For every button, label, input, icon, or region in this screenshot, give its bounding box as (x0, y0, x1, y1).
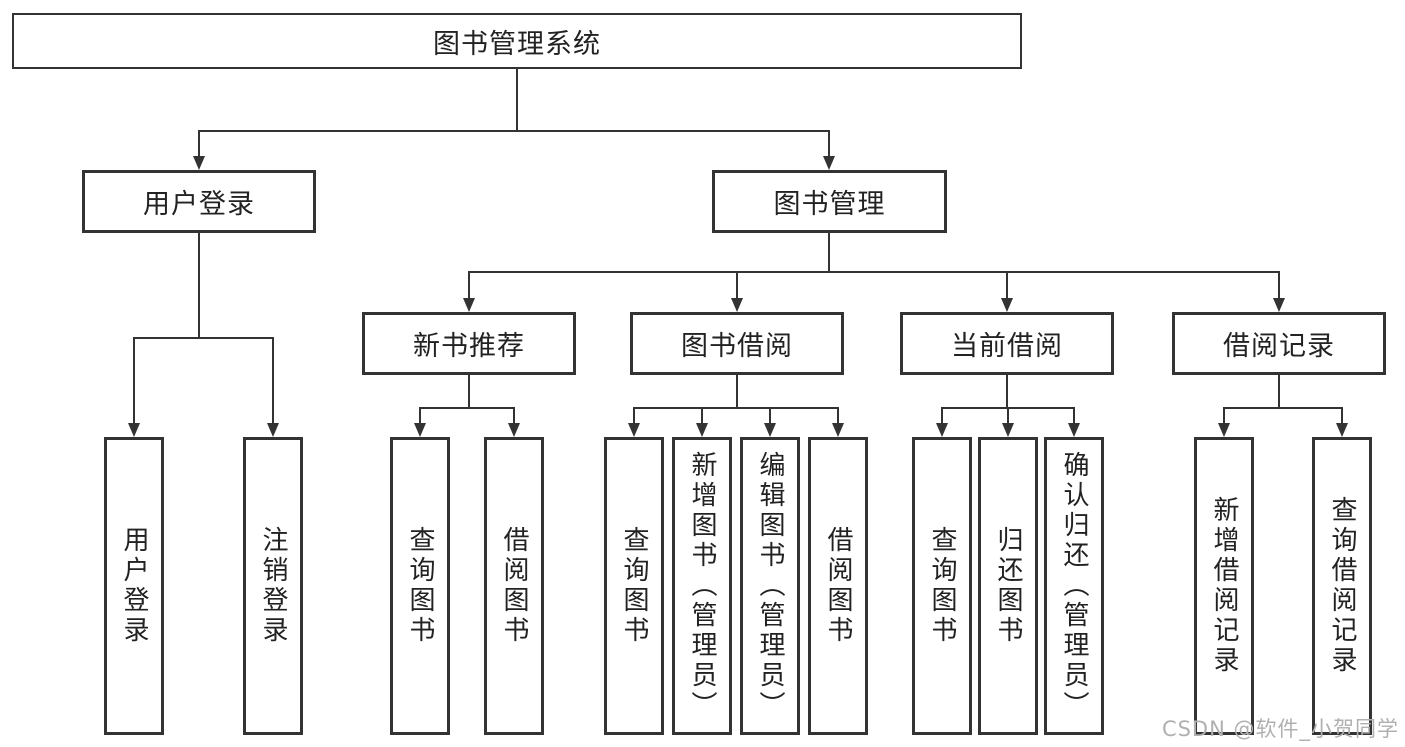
arrow-down (193, 156, 205, 170)
node-label: 注销登录 (258, 526, 288, 646)
connector-line (419, 407, 421, 423)
arrow-down (764, 423, 776, 437)
connector-line (133, 337, 135, 423)
node-new-book-recommend: 新书推荐 (362, 312, 576, 375)
node-leaf-edit-books-admin: 编辑图书（管理员） (740, 437, 800, 735)
connector-line (1278, 271, 1280, 298)
arrow-down (463, 298, 475, 312)
node-book-management: 图书管理 (712, 170, 947, 233)
connector-line (198, 233, 200, 337)
node-label: 借阅记录 (1223, 331, 1335, 362)
connector-line (468, 375, 470, 407)
arrow-down (696, 423, 708, 437)
node-leaf-query-borrow-record: 查询借阅记录 (1312, 437, 1372, 735)
node-leaf-user-login: 用户登录 (104, 437, 164, 735)
node-leaf-return-books: 归还图书 (978, 437, 1038, 735)
node-label: 用户登录 (143, 189, 255, 220)
arrow-down (628, 423, 640, 437)
node-label: 新增借阅记录 (1209, 496, 1239, 676)
connector-line (198, 130, 830, 132)
connector-line (513, 407, 515, 423)
connector-line (837, 407, 839, 423)
node-label: 查询图书 (405, 526, 435, 646)
node-leaf-confirm-return-admin: 确认归还（管理员） (1044, 437, 1104, 735)
arrow-down (1336, 423, 1348, 437)
connector-line (198, 130, 200, 156)
connector-line (941, 407, 943, 423)
connector-line (133, 337, 274, 339)
node-book-borrowing: 图书借阅 (630, 312, 844, 375)
arrow-down (1001, 298, 1013, 312)
arrow-down (731, 298, 743, 312)
connector-line (272, 337, 274, 423)
node-book-management-system: 图书管理系统 (12, 13, 1022, 69)
node-label: 借阅图书 (823, 526, 853, 646)
connector-line (468, 271, 470, 298)
node-leaf-query-books-current: 查询图书 (912, 437, 972, 735)
node-label: 归还图书 (993, 526, 1023, 646)
node-leaf-borrow-books-recommend: 借阅图书 (484, 437, 544, 735)
connector-line (769, 407, 771, 423)
arrow-down (128, 423, 140, 437)
node-leaf-add-books-admin: 新增图书（管理员） (672, 437, 732, 735)
node-leaf-add-borrow-record: 新增借阅记录 (1194, 437, 1254, 735)
arrow-down (823, 156, 835, 170)
node-label: 借阅图书 (499, 526, 529, 646)
arrow-down (1002, 423, 1014, 437)
connector-line (516, 69, 518, 130)
connector-line (633, 407, 635, 423)
arrow-down (1273, 298, 1285, 312)
watermark: CSDN @软件_小贺同学 (1161, 717, 1399, 741)
connector-line (1073, 407, 1075, 423)
arrow-down (1068, 423, 1080, 437)
connector-line (1223, 407, 1343, 409)
connector-line (468, 271, 1280, 273)
connector-line (736, 271, 738, 298)
node-label: 当前借阅 (951, 331, 1063, 362)
node-current-borrowing: 当前借阅 (900, 312, 1114, 375)
node-user-login: 用户登录 (82, 170, 316, 233)
node-leaf-query-books-recommend: 查询图书 (390, 437, 450, 735)
arrow-down (414, 423, 426, 437)
node-label: 查询图书 (619, 526, 649, 646)
node-leaf-borrow-books: 借阅图书 (808, 437, 868, 735)
node-label: 查询借阅记录 (1327, 496, 1357, 676)
node-label: 确认归还（管理员） (1059, 451, 1089, 721)
node-label: 编辑图书（管理员） (755, 451, 785, 721)
node-label: 图书管理系统 (433, 28, 601, 60)
arrow-down (832, 423, 844, 437)
node-label: 图书管理 (773, 189, 886, 220)
node-label: 查询图书 (927, 526, 957, 646)
connector-line (1223, 407, 1225, 423)
arrow-down (508, 423, 520, 437)
arrow-down (267, 423, 279, 437)
node-label: 新增图书（管理员） (687, 451, 717, 721)
connector-line (828, 233, 830, 271)
connector-line (701, 407, 703, 423)
connector-line (633, 407, 839, 409)
connector-line (736, 375, 738, 407)
connector-line (1341, 407, 1343, 423)
node-leaf-logout: 注销登录 (243, 437, 303, 735)
connector-line (1006, 375, 1008, 407)
connector-line (1007, 407, 1009, 423)
node-leaf-query-books: 查询图书 (604, 437, 664, 735)
arrow-down (1218, 423, 1230, 437)
node-borrowing-records: 借阅记录 (1172, 312, 1386, 375)
connector-line (1278, 375, 1280, 407)
node-label: 用户登录 (119, 526, 149, 646)
connector-line (828, 130, 830, 156)
connector-line (1006, 271, 1008, 298)
arrow-down (936, 423, 948, 437)
node-label: 图书借阅 (681, 331, 793, 362)
node-label: 新书推荐 (413, 331, 525, 362)
connector-line (419, 407, 515, 409)
